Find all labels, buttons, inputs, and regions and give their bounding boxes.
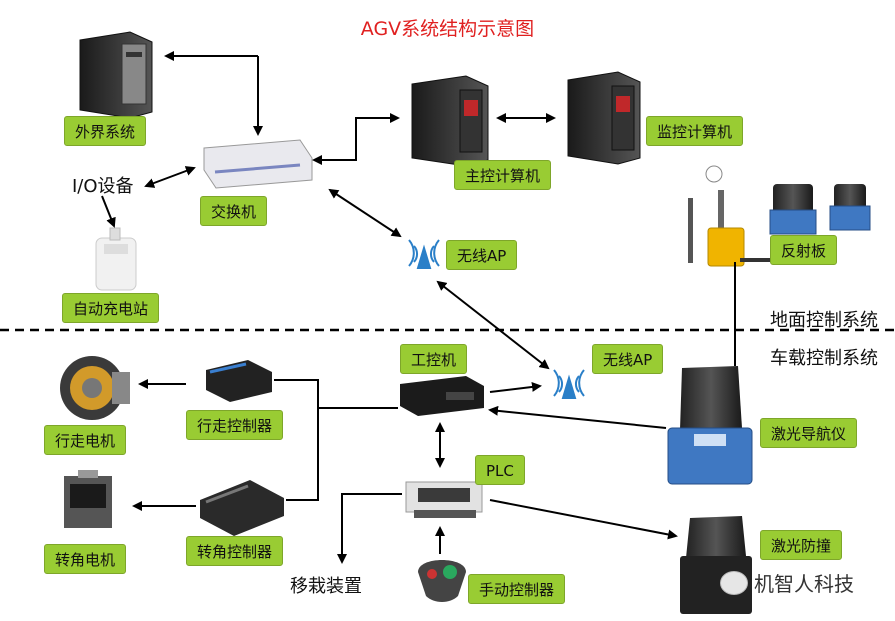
monitor-computer-icon bbox=[567, 71, 641, 165]
main-computer-icon bbox=[411, 75, 489, 167]
drive-controller-icon bbox=[206, 360, 272, 402]
controller-bus-line bbox=[274, 379, 319, 501]
drive-controller-label: 行走控制器 bbox=[186, 410, 284, 440]
manual-controller-icon bbox=[418, 560, 466, 602]
ap-ap-arrow bbox=[436, 280, 550, 370]
switch-device-icon bbox=[203, 139, 313, 189]
wireless-ap-vehicle-icon bbox=[553, 369, 585, 399]
plc-icon bbox=[405, 481, 483, 518]
wireless-ap-ground-label: 无线AP bbox=[446, 240, 518, 270]
industrial-pc-label: 工控机 bbox=[400, 344, 468, 374]
laser-nav-label: 激光导航仪 bbox=[760, 418, 858, 448]
vehicle-system-label: 车载控制系统 bbox=[770, 348, 878, 369]
steering-motor-icon bbox=[64, 470, 112, 528]
transfer-device-label: 移栽装置 bbox=[290, 576, 362, 597]
laser-nav-icon bbox=[667, 366, 753, 485]
drive-motor-icon bbox=[60, 356, 130, 420]
industrial-pc-icon bbox=[400, 376, 484, 416]
steering-controller-label: 转角控制器 bbox=[186, 536, 284, 566]
monitor-computer-label: 监控计算机 bbox=[646, 116, 744, 146]
wechat-icon bbox=[720, 571, 748, 595]
reflector-lidar-2-icon bbox=[829, 184, 871, 231]
ipc-ap-arrow bbox=[489, 381, 542, 393]
main-computer-label: 主控计算机 bbox=[454, 160, 552, 190]
reflector-label: 反射板 bbox=[770, 235, 838, 265]
plc-anticollision-arrow bbox=[489, 499, 678, 540]
io-to-charger-arrow bbox=[101, 195, 116, 228]
steering-controller-icon bbox=[200, 480, 284, 536]
wireless-ap-ground-icon bbox=[408, 239, 440, 269]
switch-label: 交换机 bbox=[200, 196, 268, 226]
plc-label: PLC bbox=[475, 455, 525, 485]
laser-anticollision-label: 激光防撞 bbox=[760, 530, 843, 560]
watermark-text: 机智人科技 bbox=[754, 572, 854, 596]
steering-motor-label: 转角电机 bbox=[44, 544, 127, 574]
drive-motor-label: 行走电机 bbox=[44, 425, 127, 455]
plc-transfer-arrow bbox=[337, 493, 402, 564]
wireless-ap-vehicle-label: 无线AP bbox=[592, 344, 664, 374]
io-switch-arrow bbox=[144, 166, 196, 188]
laser-anticollision-icon bbox=[680, 516, 752, 614]
agv-forklift-icon bbox=[688, 165, 770, 267]
diagram-title: AGV系统结构示意图 bbox=[360, 18, 535, 40]
external-system-label: 外界系统 bbox=[64, 116, 147, 146]
lasernav-ipc-arrow bbox=[488, 405, 667, 429]
watermark: 机智人科技 bbox=[720, 568, 854, 597]
ground-system-label: 地面控制系统 bbox=[770, 310, 878, 331]
switch-ap-arrow bbox=[328, 188, 402, 238]
external-system-computer-icon bbox=[79, 31, 153, 119]
reflector-lidar-1-icon bbox=[769, 184, 817, 235]
auto-charging-label: 自动充电站 bbox=[62, 293, 160, 323]
charging-station-icon bbox=[95, 227, 137, 291]
switch-to-main-arrow bbox=[312, 113, 400, 165]
manual-controller-label: 手动控制器 bbox=[468, 574, 566, 604]
io-device-label: I/O设备 bbox=[72, 176, 134, 197]
